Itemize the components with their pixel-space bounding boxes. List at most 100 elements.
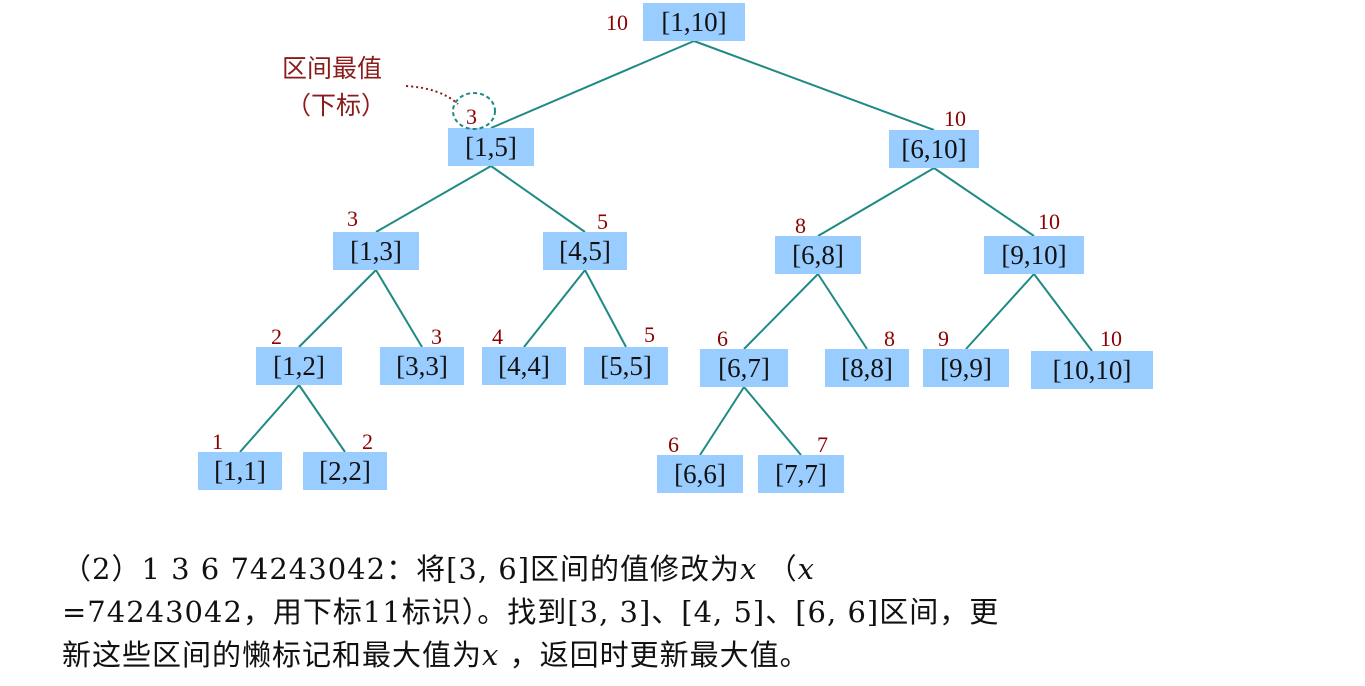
node-range-label-2-2: [2,2] (319, 456, 371, 486)
paragraph-line-3: 新这些区间的懒标记和最大值为x ，返回时更新最大值。 (62, 634, 1302, 677)
annotation-highlight-circle (452, 92, 496, 130)
annotation-line1: 区间最值 (282, 54, 382, 83)
node-box-6-6 (657, 455, 743, 493)
tree-edge-1-3-to-1-2 (298, 269, 377, 348)
node-box-1-10 (643, 3, 745, 41)
tree-node-4-4: [4,4]4 (482, 324, 566, 385)
tree-edge-1-2-to-2-2 (298, 384, 346, 453)
node-max-index-6-10: 10 (944, 106, 966, 131)
tree-node-6-10: [6,10] 10 (889, 106, 979, 168)
node-box-4-4 (482, 347, 566, 385)
tree-edge-1-2-to-1-1 (239, 384, 300, 453)
tree-node-1-1: [1,1]1 (198, 429, 282, 490)
tree-edge-6-8-to-8-8 (817, 273, 868, 350)
node-range-label-9-10: [9,10] (1001, 240, 1066, 270)
node-max-index-4-5: 5 (597, 209, 608, 234)
tree-node-1-5: [1,5]3 (448, 104, 534, 166)
node-box-1-3 (333, 232, 419, 270)
node-box-4-5 (543, 232, 627, 270)
node-max-index-7-7: 7 (817, 432, 828, 457)
node-box-6-7 (700, 349, 788, 387)
node-max-index-1-10: 10 (606, 10, 628, 35)
line3-rest: ，返回时更新最大值。 (509, 638, 810, 672)
node-max-index-4-4: 4 (492, 324, 503, 349)
range-max-annotation: 区间最值 （下标） (282, 54, 496, 130)
node-max-index-6-7: 6 (717, 326, 728, 351)
tree-edge-9-10-to-10-10 (1033, 273, 1093, 352)
tree-edges (239, 40, 1093, 456)
node-range-label-4-5: [4,5] (559, 236, 611, 266)
tree-edge-1-5-to-4-5 (490, 165, 586, 233)
tree-node-3-3: [3,3]3 (380, 324, 464, 385)
node-box-6-10 (889, 130, 979, 168)
node-box-10-10 (1031, 351, 1153, 389)
node-box-1-2 (256, 347, 342, 385)
tree-node-6-6: [6,6]6 (657, 432, 743, 493)
tree-node-1-10: [1,10] 10 (606, 3, 745, 41)
description-paragraph: （2）1 3 6 74243042：将[3, 6]区间的值修改为x （x =74… (62, 548, 1302, 677)
line3-text: 新这些区间的懒标记和最大值为 (62, 638, 483, 672)
paragraph-line-2: =74243042，用下标11标识）。找到[3, 3]、[4, 5]、[6, 6… (62, 595, 1000, 629)
node-max-index-9-10: 10 (1038, 209, 1060, 234)
node-box-9-10 (984, 236, 1084, 274)
tree-edge-1-5-to-1-3 (375, 165, 492, 233)
tree-node-2-2: [2,2]2 (303, 429, 387, 490)
node-range-label-9-9: [9,9] (940, 353, 992, 383)
node-range-label-4-4: [4,4] (498, 351, 550, 381)
node-max-index-1-3: 3 (347, 206, 358, 231)
node-range-label-10-10: [10,10] (1053, 355, 1132, 385)
tree-edge-6-10-to-9-10 (933, 167, 1035, 237)
node-box-7-7 (758, 455, 844, 493)
node-range-label-5-5: [5,5] (600, 351, 652, 381)
var-x-3: x (482, 638, 500, 672)
node-max-index-2-2: 2 (362, 429, 373, 454)
node-range-label-1-2: [1,2] (273, 351, 325, 381)
node-box-1-1 (198, 452, 282, 490)
tree-edge-6-8-to-6-7 (743, 273, 819, 350)
tree-node-5-5: [5,5] 5 (584, 322, 668, 385)
node-max-index-8-8: 8 (884, 326, 895, 351)
node-range-label-1-1: [1,1] (214, 456, 266, 486)
node-box-6-8 (775, 236, 861, 274)
node-box-3-3 (380, 347, 464, 385)
tree-nodes: [1,10]10[1,5]3[6,10]10[1,3]3[4,5]5[6,8]8… (198, 3, 1153, 493)
var-x-1: x (740, 552, 758, 586)
node-range-label-8-8: [8,8] (841, 353, 893, 383)
node-max-index-1-1: 1 (212, 429, 223, 454)
node-box-9-9 (923, 349, 1009, 387)
node-range-label-6-6: [6,6] (674, 459, 726, 489)
tree-node-8-8: [8,8]8 (825, 326, 909, 387)
tree-node-6-8: [6,8]8 (775, 213, 861, 274)
node-max-index-9-9: 9 (938, 326, 949, 351)
node-range-label-1-10: [1,10] (661, 7, 726, 37)
tree-edge-4-5-to-4-4 (523, 269, 586, 348)
paragraph-line-1: （2）1 3 6 74243042：将[3, 6]区间的值修改为x （x (62, 548, 1302, 591)
tree-edge-1-10-to-1-5 (490, 40, 695, 129)
node-box-5-5 (584, 347, 668, 385)
tree-node-7-7: [7,7]7 (758, 432, 844, 493)
annotation-line2: （下标） (286, 91, 386, 120)
node-max-index-6-8: 8 (795, 213, 806, 238)
line1-text: （2）1 3 6 74243042：将[3, 6]区间的值修改为 (62, 552, 741, 586)
node-max-index-1-2: 2 (271, 324, 282, 349)
node-max-index-10-10: 10 (1100, 326, 1122, 351)
node-max-index-5-5: 5 (644, 322, 655, 347)
node-range-label-6-7: [6,7] (718, 353, 770, 383)
node-range-label-1-3: [1,3] (350, 236, 402, 266)
tree-node-4-5: [4,5]5 (543, 209, 627, 270)
tree-node-1-2: [1,2]2 (256, 324, 342, 385)
tree-node-9-10: [9,10] 10 (984, 209, 1084, 274)
node-box-8-8 (825, 349, 909, 387)
tree-edge-9-10-to-9-9 (965, 273, 1035, 350)
node-range-label-6-10: [6,10] (901, 134, 966, 164)
annotation-leader-line (405, 85, 459, 105)
line1-paren: （ (767, 552, 798, 586)
tree-node-1-3: [1,3] 3 (333, 206, 419, 270)
tree-edge-1-10-to-6-10 (693, 40, 935, 131)
node-range-label-3-3: [3,3] (396, 351, 448, 381)
node-range-label-7-7: [7,7] (775, 459, 827, 489)
node-box-2-2 (303, 452, 387, 490)
node-max-index-3-3: 3 (431, 324, 442, 349)
tree-node-10-10: [10,10] 10 (1031, 326, 1153, 389)
tree-edge-4-5-to-5-5 (584, 269, 627, 348)
